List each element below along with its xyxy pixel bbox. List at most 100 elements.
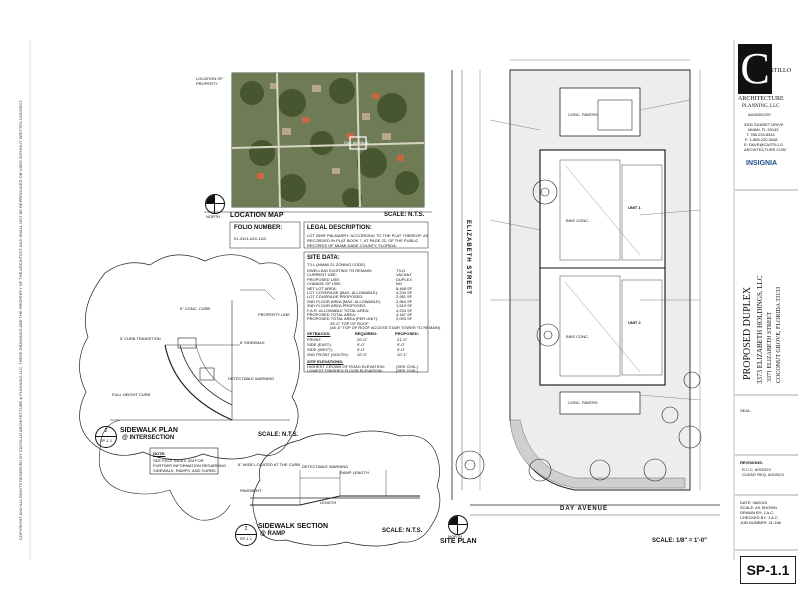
sidewalk-note-3: DETECTABLE WARNING [228, 376, 275, 381]
street-elizabeth-label: ELIZABETH STREET [465, 220, 471, 296]
section-note-2: DETECTABLE WARNING [302, 464, 349, 469]
firm-name-3: PLANNING, LLC [742, 104, 780, 109]
site-data-label: PROPOSED TOTAL AREA: [307, 312, 356, 317]
site-data-value: 4,187 SF [396, 312, 413, 317]
north-arrow-icon [205, 194, 225, 214]
site-data-label: F.A.R. ALLOWABLE TOTAL AREA: [307, 307, 370, 313]
site-data-label: CHANGE OF USE: [307, 281, 342, 287]
site-north-arrow-icon [448, 515, 468, 535]
site-data-label: LOT COVERAGE (MAX. ALLOWABLE): [307, 290, 379, 295]
north-label: NORTH [206, 214, 221, 219]
setback-prop: 5'-0" [397, 347, 405, 352]
elev-1-label: HIGHEST CROWN OF ROAD ELEVATION: [307, 364, 385, 369]
sheet-number: SP-1.1 [740, 556, 796, 584]
site-data-label: LOT COVERAGE PROPOSED: [307, 294, 364, 300]
site-data-value: NO [396, 281, 402, 287]
info-scale: SCALE: AS SHOWN [740, 505, 777, 510]
revision-item-1: R.C.C. 8/9/2023 [742, 467, 771, 472]
sidewalk-note-5: 5' SIDEWALK [240, 340, 265, 345]
firm-name-1: ASTILLO [766, 68, 791, 74]
project-address-1: 3371 ELIZABETH STREET [767, 312, 773, 382]
info-drawn: DRAWN BY: J.A.C. [740, 510, 775, 515]
site-data-value: DUPLEX [396, 276, 413, 282]
firm-license: AA26002297 [748, 112, 772, 117]
sidewalk-section-scale: SCALE: N.T.S. [382, 528, 423, 534]
site-data-value: 8,468 SF [396, 285, 413, 291]
setback-req: 5'-0" [357, 342, 365, 347]
site-plan-scale: SCALE: 1/8" = 1'-0" [652, 538, 707, 544]
legal-text-2: RECORDED IN PLAT BOOK 7, AT PAGE 22, OF … [307, 238, 419, 243]
site-data-value: 4,234 SF [396, 290, 413, 295]
site-elevations-heading: SITE ELEVATIONS: [307, 359, 344, 364]
room-label-3: CONC. PAVERS [568, 112, 598, 117]
sidewalk-note-4: FULL HEIGHT CURB [112, 392, 151, 397]
site-data-label: PROPOSED TOTAL AREA (PER UNIT): [307, 316, 379, 322]
firm-email: E: DAVE@CASTILLO [744, 142, 783, 147]
partner-logo: INSIGNIA [746, 160, 778, 167]
site-data-value: 2,951 SF [396, 294, 413, 300]
callout-sheet: SP-1.1 [239, 536, 253, 541]
project-title: PROPOSED DUPLEX [742, 286, 753, 380]
revision-item-2: CLIENT REQ. 8/9/2023 [742, 472, 784, 477]
info-checked: CHECKED BY: J.A.C. [740, 515, 779, 520]
street-day-avenue-label: DAY AVENUE [560, 506, 609, 512]
site-data-zoning: T3-L (MIAMI 21 ZONING CODE) [307, 262, 366, 267]
project-address-2: COCONUT GROVE, FLORIDA 33133 [776, 286, 782, 383]
note-text-3: SIDEWALK, RAMPS, AND CURBS. [153, 468, 217, 473]
setbacks-col-proposed: PROPOSED: [395, 331, 420, 336]
info-date: DATE: 08/2023 [740, 500, 768, 505]
room-label-2: BIKE CONC. [566, 334, 590, 339]
callout-sheet: SP-1.1 [99, 438, 113, 443]
elev-2-label: LOWEST FINISHED FLOOR ELEVATION: [307, 368, 383, 373]
sidewalk-plan-callout: 2 SP-1.1 [95, 426, 117, 448]
section-note-4: PAVEMENT [240, 488, 262, 493]
map-street-label: DAY AVENUE [344, 140, 369, 145]
setback-label: FRONT: [307, 337, 322, 342]
height-note-1: 25'-0" TOP OF ROOF [330, 321, 369, 326]
setback-label: SIDE (EAST): [307, 342, 332, 347]
site-data-label: PROPOSED USE: [307, 276, 341, 282]
site-data-heading: SITE DATA: [307, 255, 340, 261]
legal-text-1: LOT 209R 'PALMARRY' ACCORDING TO THE PLA… [307, 233, 429, 238]
sidewalk-plan-scale: SCALE: N.T.S. [258, 432, 299, 438]
setback-prop: 10'-1" [397, 352, 408, 357]
room-label-4: CONC. PAVERS [568, 400, 598, 405]
setback-prop: 21'-0" [397, 337, 408, 342]
seal-label: SEAL: [740, 408, 752, 413]
site-data-label: NET LOT AREA: [307, 285, 337, 291]
site-data-label: DWELLING EXISTING TO REMAIN: [307, 268, 372, 273]
site-data-value: 4,234 SF [396, 307, 413, 313]
sidewalk-note-6: PROPERTY LINE [258, 312, 290, 317]
elev-1-value: (SEE CIVIL) [396, 364, 418, 369]
section-note-1: 6" WIDE LOCATED AT THE CURB [238, 462, 301, 467]
site-data-value: 2,093 SF [396, 316, 413, 322]
firm-phone: T: 786.233.8334 [746, 132, 775, 137]
setback-label: 2ND FRONT (SOUTH): [307, 352, 349, 357]
firm-address-1: 3300 SUNSET DRIVE [744, 122, 784, 127]
site-data-value: VACANT [396, 272, 412, 278]
sidewalk-section-subtitle: @ RAMP [260, 531, 286, 537]
site-north-label: NORTH [448, 534, 463, 539]
sidewalk-section-callout: 2 SP-1.1 [235, 524, 257, 546]
setback-label: SIDE (WEST): [307, 347, 333, 352]
callout-number: 2 [244, 526, 248, 532]
folio-heading: FOLIO NUMBER: [234, 225, 283, 231]
height-note-2: (48'-0" TOP OF ROOF ACCESS STAIR TOWER T… [330, 325, 441, 330]
location-aerial-photo: DAY AVENUE [232, 73, 424, 207]
sidewalk-note-2: 5' CURB TRANSITION [120, 336, 161, 341]
site-data-label: 2ND FLOOR AREA PROPOSED: [307, 303, 367, 309]
site-data-value: T3-O [396, 268, 406, 273]
firm-name-2: ARCHITECTURE [738, 96, 784, 102]
section-note-3: RAMP LENGTH [340, 470, 369, 475]
room-label-1: BIKE CONC. [566, 218, 590, 223]
sidewalk-note-1: 6" CONC. CURB [180, 306, 211, 311]
setback-req: 10'-0" [357, 352, 368, 357]
location-map-title: LOCATION MAP [230, 212, 284, 219]
note-text-1: SEE FDOT INDEX 304 FOR [153, 458, 204, 463]
folio-value: 01-4121-024-1110 [234, 236, 267, 241]
site-data-value: 1,519 SF [396, 303, 413, 309]
site-data-label: CURRENT USE: [307, 272, 337, 278]
project-owner: 3373 ELIZABETH HOLDINGS, LLC [756, 275, 764, 385]
